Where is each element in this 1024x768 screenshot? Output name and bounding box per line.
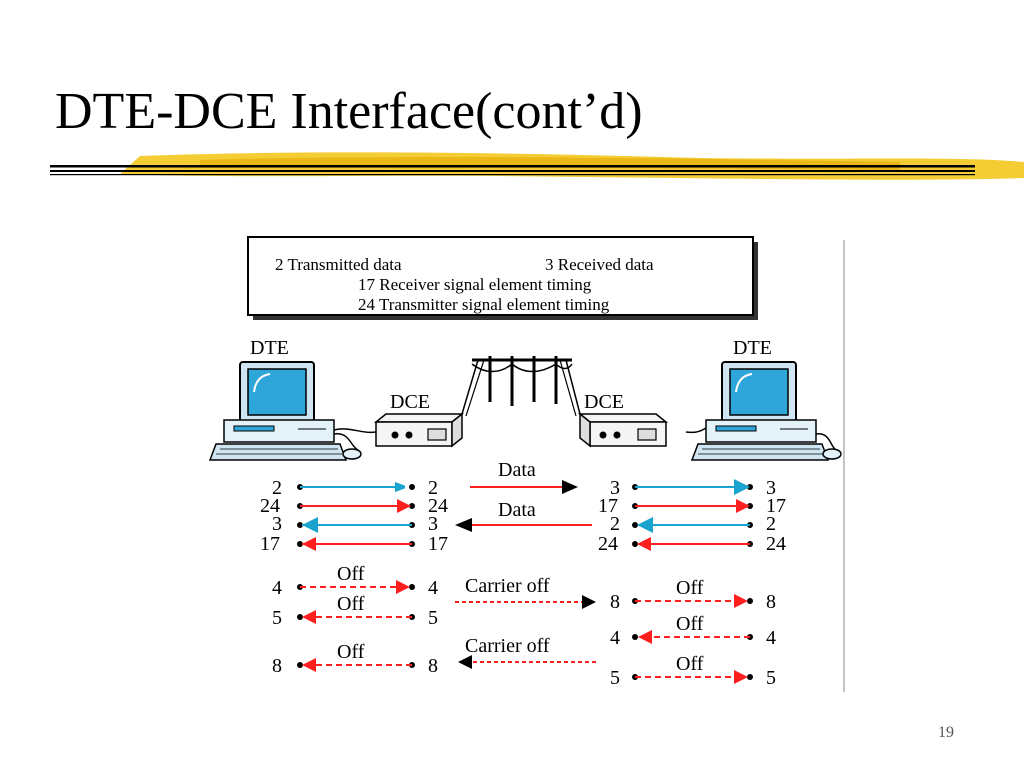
ctrl-right-4: 4 xyxy=(766,627,776,649)
ctrl-dce-left-5: 5 xyxy=(428,607,438,629)
ctrl-off-r2: Off xyxy=(676,613,704,635)
pin-right-17: 17 xyxy=(766,495,786,517)
pin-right-2: 2 xyxy=(766,513,776,535)
dte-left-label: DTE xyxy=(250,337,289,359)
data-signals: 2 24 3 17 2 24 3 17 Data Data 3 17 2 24 … xyxy=(260,459,786,555)
ctrl-right-8: 8 xyxy=(766,591,776,613)
pin-dce-right-24: 24 xyxy=(598,533,618,555)
control-signals: 4 Off 4 5 Off 5 8 Off 8 Carrier off Carr… xyxy=(272,563,776,689)
legend-box: 2 Transmitted data 3 Received data 17 Re… xyxy=(247,236,758,320)
pin-dce-left-2: 2 xyxy=(428,477,438,499)
ctrl-dce-right-4: 4 xyxy=(610,627,620,649)
title-underline xyxy=(50,152,1024,180)
ctrl-dce-right-8: 8 xyxy=(610,591,620,613)
dce-left-label: DCE xyxy=(390,391,430,413)
ctrl-dce-left-4: 4 xyxy=(428,577,438,599)
ctrl-right-5: 5 xyxy=(766,667,776,689)
pin-dce-left-24: 24 xyxy=(428,495,448,517)
ctrl-left-8: 8 xyxy=(272,655,282,677)
legend-received: 3 Received data xyxy=(545,255,654,274)
legend-receiver-timing: 17 Receiver signal element timing xyxy=(358,275,592,294)
pin-right-24: 24 xyxy=(766,533,786,555)
legend-transmitted: 2 Transmitted data xyxy=(275,255,402,274)
data-label-bottom: Data xyxy=(498,499,536,521)
ctrl-off-3: Off xyxy=(337,641,365,663)
dte-right-label: DTE xyxy=(733,337,772,359)
slide-number: 19 xyxy=(938,724,954,741)
carrier-off-top: Carrier off xyxy=(465,575,550,597)
pin-dce-right-2: 2 xyxy=(610,513,620,535)
ctrl-off-1: Off xyxy=(337,563,365,585)
ctrl-off-2: Off xyxy=(337,593,365,615)
data-label-top: Data xyxy=(498,459,536,481)
modem-left-icon xyxy=(373,412,465,448)
ctrl-dce-right-5: 5 xyxy=(610,667,620,689)
pin-dce-left-3: 3 xyxy=(428,513,438,535)
pin-left-24: 24 xyxy=(260,495,280,517)
computer-right-icon xyxy=(690,361,842,461)
slide-title: DTE-DCE Interface(cont’d) xyxy=(55,83,643,140)
ctrl-dce-left-8: 8 xyxy=(428,655,438,677)
dte-dce-diagram: 2 Transmitted data 3 Received data 17 Re… xyxy=(208,236,845,692)
ctrl-off-r1: Off xyxy=(676,577,704,599)
cable-left xyxy=(333,428,377,434)
pin-right-3: 3 xyxy=(766,477,776,499)
legend-transmitter-timing: 24 Transmitter signal element timing xyxy=(358,295,610,314)
pin-left-17: 17 xyxy=(260,533,280,555)
dce-right-label: DCE xyxy=(584,391,624,413)
telephone-line-icon xyxy=(461,356,581,417)
pin-dce-left-17: 17 xyxy=(428,533,448,555)
pin-dce-right-17: 17 xyxy=(598,495,618,517)
cable-right xyxy=(685,427,707,434)
ctrl-left-5: 5 xyxy=(272,607,282,629)
ctrl-off-r3: Off xyxy=(676,653,704,675)
pin-dce-right-3: 3 xyxy=(610,477,620,499)
computer-left-icon xyxy=(208,361,362,461)
modem-right-icon xyxy=(577,412,669,448)
carrier-off-bottom: Carrier off xyxy=(465,635,550,657)
ctrl-left-4: 4 xyxy=(272,577,282,599)
pin-left-2: 2 xyxy=(272,477,282,499)
pin-left-3: 3 xyxy=(272,513,282,535)
